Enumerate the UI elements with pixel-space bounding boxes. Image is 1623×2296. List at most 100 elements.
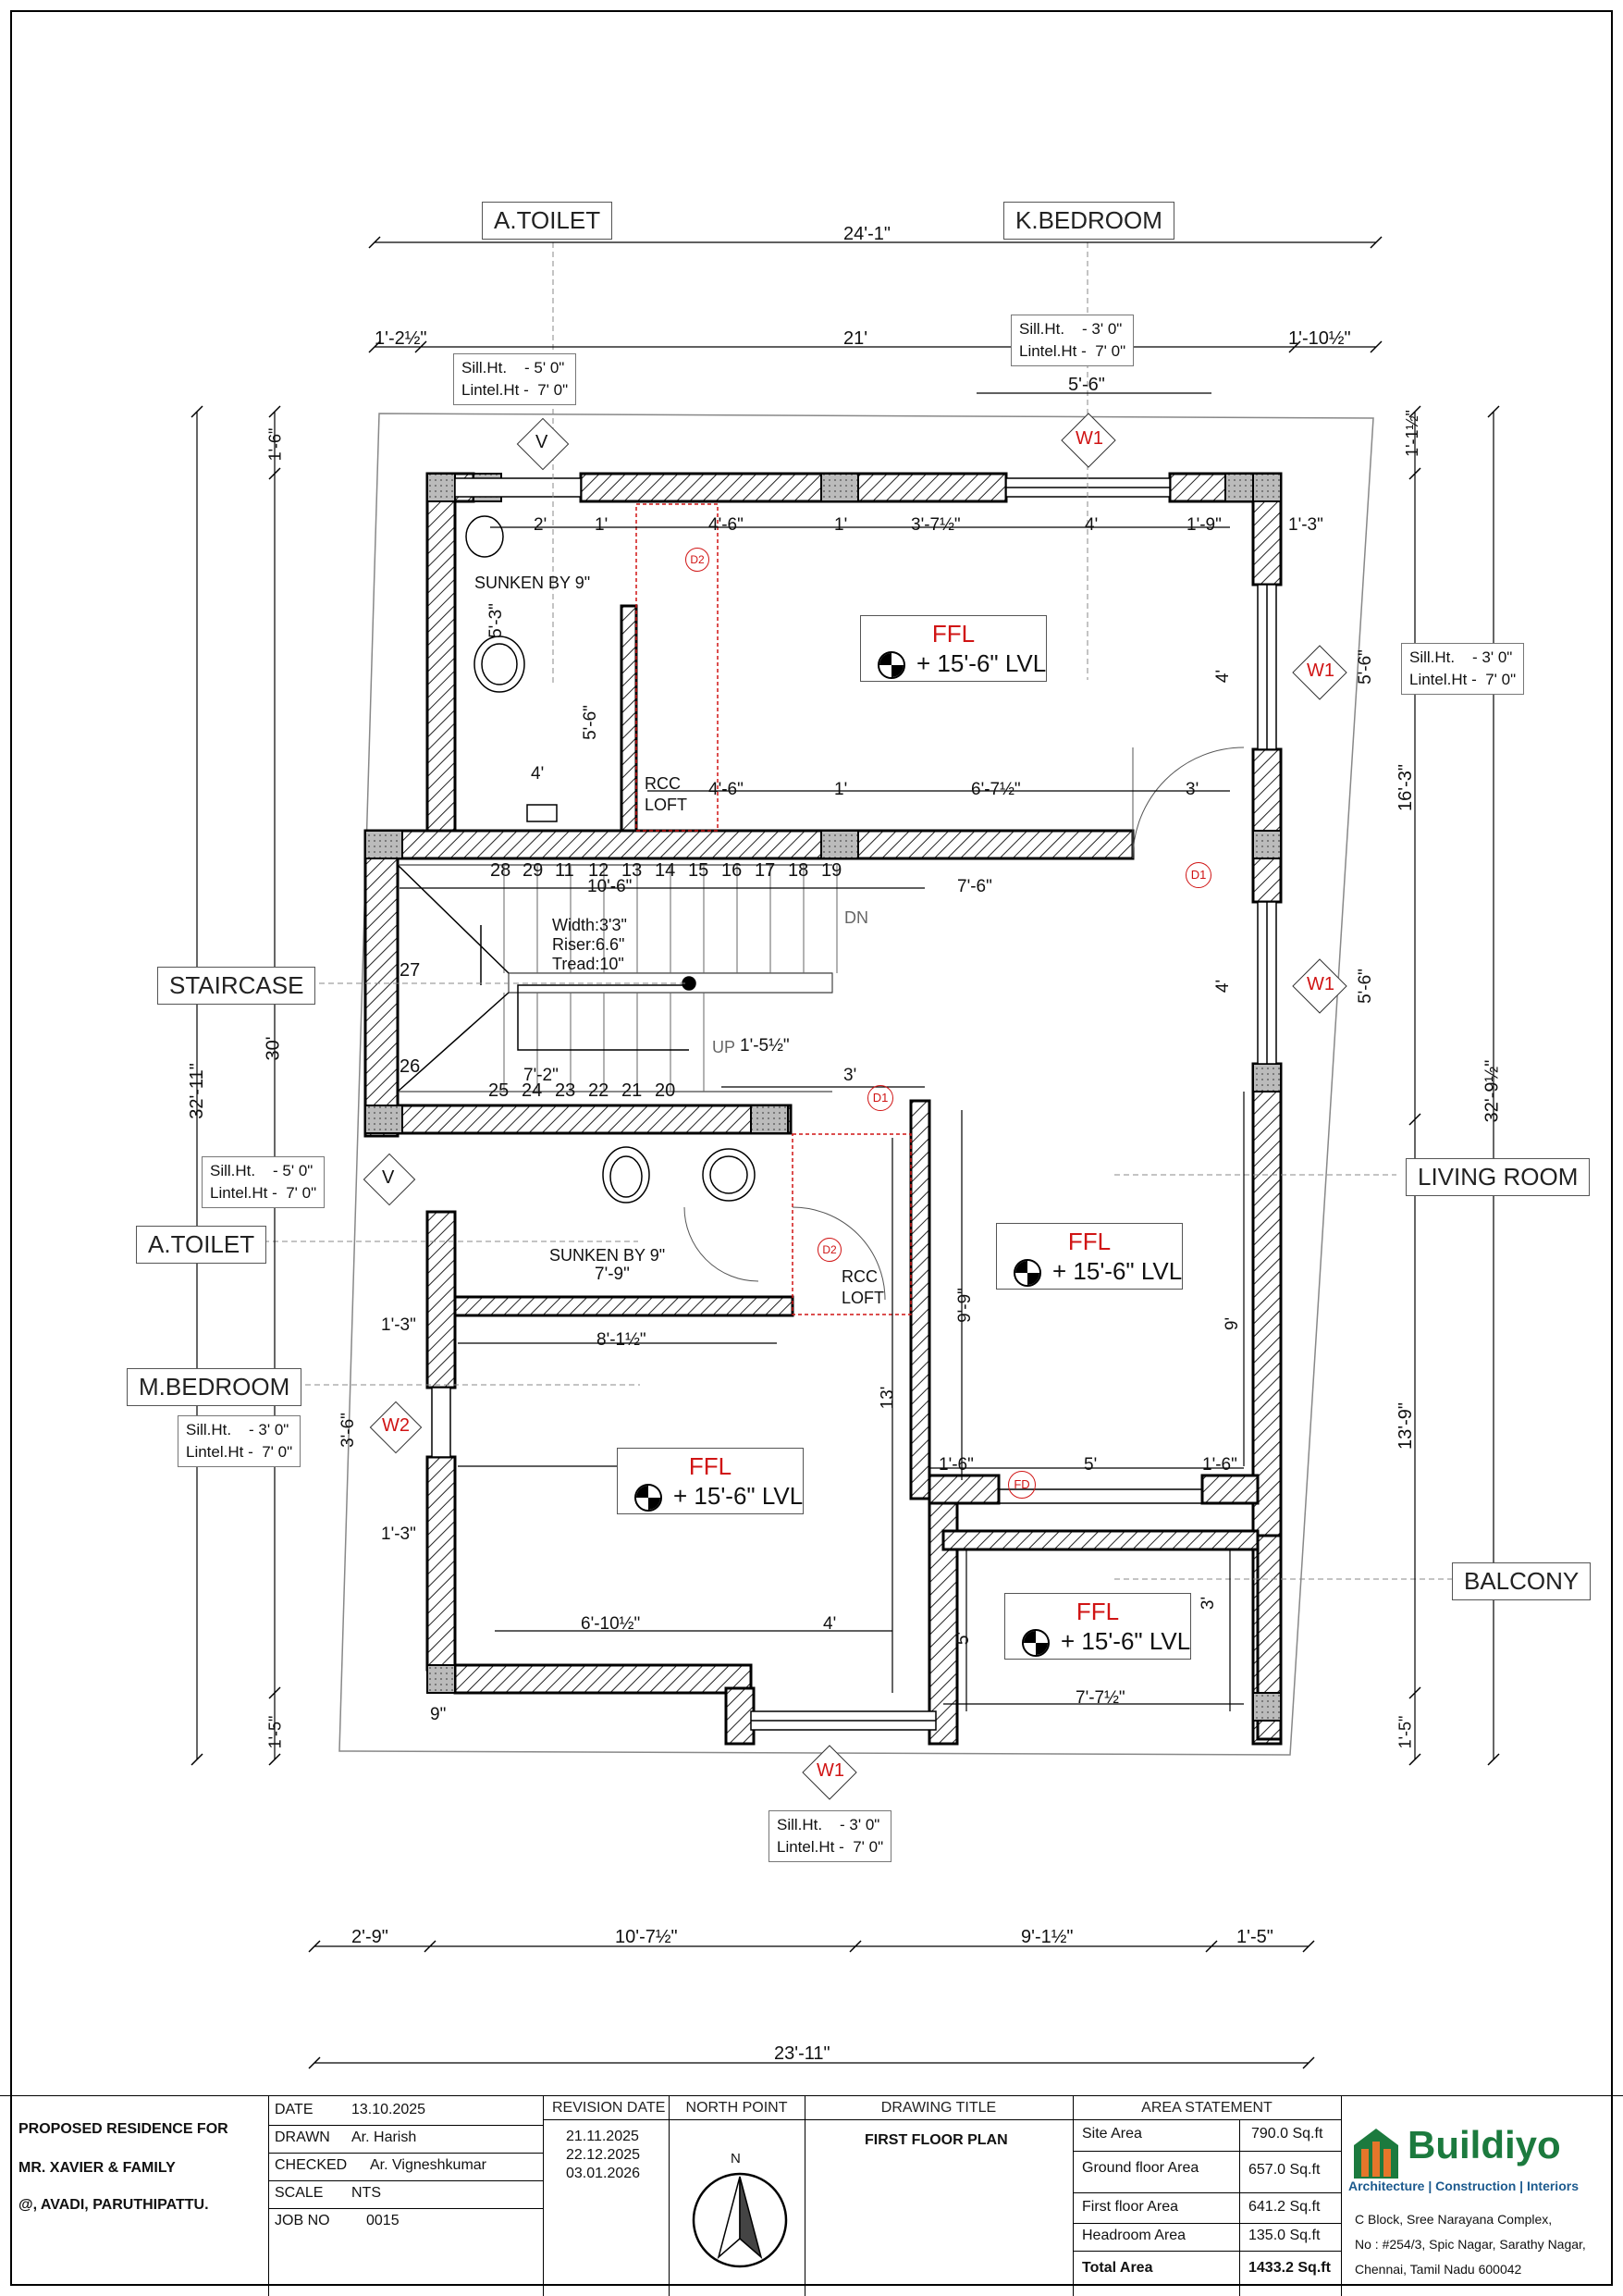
area-value-headroom: 135.0 Sq.ft <box>1248 2228 1321 2243</box>
dim-left-outer: 32'-11" <box>186 1063 207 1119</box>
dim-right-upper: 16'-3" <box>1395 764 1416 811</box>
level-box-living-room: FFL + 15'-6" LVL <box>996 1223 1183 1290</box>
room-label-k-bedroom: K.BEDROOM <box>1003 202 1174 240</box>
dim-balcony-bottom: 7'-7½" <box>1076 1688 1125 1708</box>
dim-living-h2: 9' <box>1223 1316 1243 1331</box>
toilet-fixtures-mid <box>602 1146 756 1204</box>
step-numbers-bottom: 25 24 23 22 21 20 <box>488 1080 688 1102</box>
level-marker-icon <box>878 651 905 679</box>
step-number: 25 <box>488 1080 510 1101</box>
dim-kbed-r1-f: 4' <box>1085 515 1099 535</box>
window-tag-w1-bottom-label: W1 <box>817 1760 844 1781</box>
note-bottom-window: Sill.Ht. - 3' 0" Lintel.Ht - 7' 0" <box>768 1810 892 1862</box>
step-number: 22 <box>588 1080 609 1101</box>
dim-balcony-h: 5' <box>953 1631 974 1646</box>
dimension-tick <box>1487 1753 1500 1766</box>
dimension-tick <box>1487 405 1500 418</box>
dim-mbed-left-4: 9" <box>430 1705 447 1724</box>
dim-right-lower: 13'-9" <box>1395 1402 1416 1450</box>
dimension-tick <box>191 405 203 418</box>
dim-top-overall: 24'-1" <box>843 224 891 244</box>
dimension-tick <box>1205 1940 1218 1953</box>
company-tagline: Architecture | Construction | Interiors <box>1348 2179 1579 2193</box>
level-title: FFL <box>688 1452 732 1480</box>
title-block: PROPOSED RESIDENCE FOR MR. XAVIER & FAMI… <box>0 2095 1623 2296</box>
date-value: 13.10.2025 <box>351 2102 426 2117</box>
dim-living-right-1: 4' <box>1213 979 1234 994</box>
dim-bottom-overall: 23'-11" <box>774 2043 830 2064</box>
door-tag-d2-top: D2 <box>685 548 709 572</box>
area-value-ground: 657.0 Sq.ft <box>1248 2162 1321 2178</box>
window-tag-w1-right-lower-label: W1 <box>1307 974 1334 994</box>
step-number: 29 <box>523 860 544 881</box>
dim-mbed-bottom2: 4' <box>823 1614 837 1634</box>
dim-kbed-r1-b: 1' <box>595 515 609 535</box>
stair-spec: Width:3'3" Riser:6.6" Tread:10" <box>552 916 627 973</box>
dimension-tick <box>268 1686 281 1699</box>
north-header: NORTH POINT <box>685 2100 788 2116</box>
dim-balcony-w: 5' <box>1084 1455 1098 1475</box>
step-number: 11 <box>555 860 574 881</box>
dim-stair-3: 7'-2" <box>523 1066 559 1085</box>
dim-left-top: 1'-6" <box>265 427 285 462</box>
north-arrow-icon <box>692 2172 788 2268</box>
step-numbers-top: 28 29 11 12 13 14 15 16 17 18 19 <box>490 860 855 882</box>
dimension-tick <box>1408 1753 1421 1766</box>
vent-tag-top-label: V <box>535 432 548 452</box>
dim-stair-4: 1'-5½" <box>740 1036 790 1055</box>
company-name: Buildiyo <box>1408 2123 1561 2166</box>
scale-value: NTS <box>351 2185 381 2201</box>
level-title: FFL <box>1076 1598 1120 1625</box>
window-tag-w1-right-upper-label: W1 <box>1307 660 1334 681</box>
area-header: AREA STATEMENT <box>1141 2100 1273 2116</box>
dim-kbed-r1-c: 4'-6" <box>708 515 744 535</box>
dimension-tick <box>424 1940 436 1953</box>
leader-lines <box>254 242 1452 1580</box>
step-number-26: 26 <box>400 1056 421 1077</box>
window-tag-w1-top-label: W1 <box>1076 428 1103 449</box>
door-tag-d2-mid: D2 <box>818 1238 842 1262</box>
buildiyo-logo-icon <box>1354 2129 1398 2179</box>
dim-balcony-w2: 1'-6" <box>939 1455 974 1475</box>
dim-stair-1: 10'-6" <box>587 877 633 896</box>
sunken-note-mid: SUNKEN BY 9" <box>549 1246 666 1265</box>
dim-top-right: 1'-10½" <box>1288 328 1351 349</box>
step-number: 24 <box>522 1080 543 1101</box>
dimension-tick <box>368 340 381 353</box>
dimension-tick <box>1408 1686 1421 1699</box>
room-label-balcony: BALCONY <box>1452 1562 1592 1600</box>
drawing-title: FIRST FLOOR PLAN <box>865 2132 1008 2148</box>
level-value: + 15'-6" LVL <box>1061 1627 1191 1655</box>
dimension-tick <box>268 1753 281 1766</box>
room-label-staircase: STAIRCASE <box>157 967 316 1005</box>
step-number: 13 <box>621 860 643 881</box>
dimension-tick <box>849 1940 862 1953</box>
area-value-first: 641.2 Sq.ft <box>1248 2199 1321 2215</box>
dim-kbed-r1-a: 2' <box>534 515 547 535</box>
dim-right-outer: 32'-9½" <box>1482 1059 1503 1123</box>
revision-3: 03.01.2026 <box>566 2166 641 2181</box>
door-tag-d1-right: D1 <box>1186 862 1211 888</box>
dim-kbed-r1-d: 1' <box>834 515 848 535</box>
level-value: + 15'-6" LVL <box>916 649 1047 677</box>
dimension-tick <box>191 1753 203 1766</box>
dim-toilet-top-w: 4' <box>531 764 545 784</box>
rcc-loft-top-rcc: RCC <box>645 774 681 793</box>
dim-kbed-r2-d: 3' <box>1186 780 1199 799</box>
step-number: 12 <box>588 860 609 881</box>
dimension-tick <box>1370 236 1383 249</box>
dimension-tick <box>1302 1940 1315 1953</box>
step-number: 15 <box>688 860 709 881</box>
dim-kbed-right-3: 5'-6" <box>1355 649 1375 685</box>
revision-2: 22.12.2025 <box>566 2147 641 2163</box>
sunken-note-top: SUNKEN BY 9" <box>474 574 591 592</box>
area-label-total: Total Area <box>1082 2260 1153 2276</box>
level-box-k-bedroom: FFL + 15'-6" LVL <box>860 615 1047 682</box>
area-label-site: Site Area <box>1082 2126 1142 2142</box>
dim-top-left: 1'-2½" <box>375 328 427 349</box>
dim-right-top: 1'-1½" <box>1402 410 1421 457</box>
step-number-27: 27 <box>400 960 421 981</box>
note-kbed-window: Sill.Ht. - 3' 0" Lintel.Ht - 7' 0" <box>1011 315 1135 366</box>
